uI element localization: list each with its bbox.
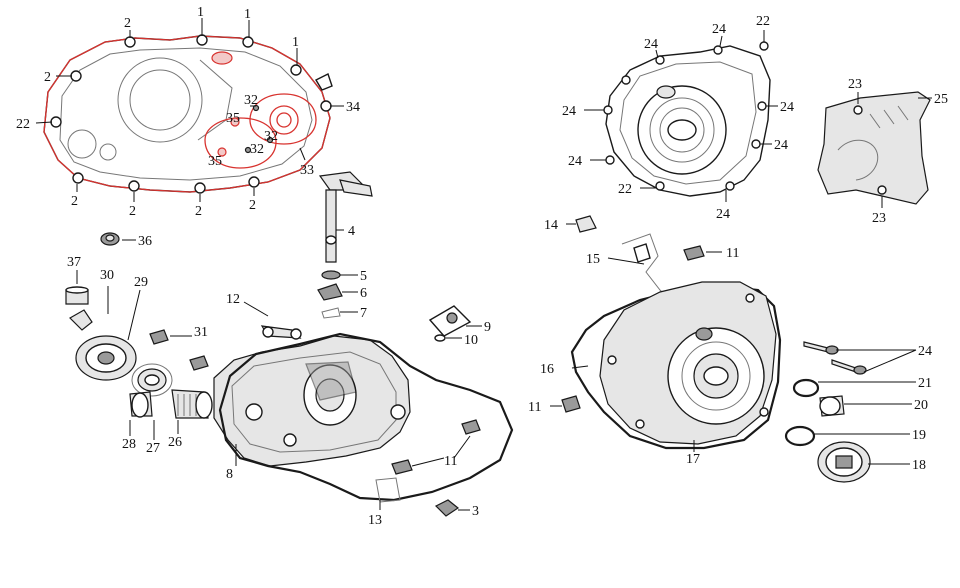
magneto-cover [603, 41, 771, 197]
chain-guard-25: 23 25 23 [817, 77, 948, 226]
callout-36: 36 [138, 234, 152, 249]
oil-seal-36: 36 [100, 232, 152, 249]
callout-1: 1 [244, 7, 251, 22]
callout-9: 9 [484, 320, 491, 335]
bolts-24: 24 [803, 341, 932, 375]
callout-11: 11 [726, 246, 739, 261]
shaft-assembly-4: 4 5 6 7 [317, 171, 373, 321]
callout-2: 2 [44, 70, 51, 85]
o-ring-19: 19 [784, 425, 926, 447]
callouts-clutch-cover: 1 1 1 2 2 22 2 2 2 2 34 32 32 32 35 35 3… [16, 5, 360, 219]
callout-24: 24 [568, 154, 582, 169]
callout-20: 20 [914, 398, 928, 413]
callout-2: 2 [71, 194, 78, 209]
callout-15: 15 [586, 252, 600, 267]
callout-35: 35 [226, 111, 240, 126]
callout-37: 37 [67, 255, 81, 270]
callouts-magneto-cover: 24 24 22 24 24 24 24 22 24 [562, 14, 794, 222]
clip-11-bottom: 11 [528, 395, 581, 415]
callout-23: 23 [872, 211, 886, 226]
callout-24: 24 [780, 100, 794, 115]
sensor-9-10: 9 10 [428, 305, 491, 348]
callout-22: 22 [618, 182, 632, 197]
callout-32: 32 [264, 129, 278, 144]
clutch-cover-outer [43, 34, 333, 194]
callout-2: 2 [124, 16, 131, 31]
callout-25: 25 [934, 92, 948, 107]
callout-11: 11 [444, 454, 457, 469]
callout-30: 30 [100, 268, 114, 283]
callout-26: 26 [168, 435, 182, 450]
stator-cover: 16 17 [540, 281, 782, 467]
callout-6: 6 [360, 286, 367, 301]
callout-24: 24 [562, 104, 576, 119]
callout-34: 34 [346, 100, 360, 115]
callout-29: 29 [134, 275, 148, 290]
callout-4: 4 [348, 224, 355, 239]
callout-22: 22 [756, 14, 770, 29]
callout-19: 19 [912, 428, 926, 443]
callout-32: 32 [250, 142, 264, 157]
callout-24: 24 [774, 138, 788, 153]
callout-2: 2 [249, 198, 256, 213]
bolt-14: 14 [544, 215, 597, 233]
callout-8: 8 [226, 467, 233, 482]
callout-32: 32 [244, 93, 258, 108]
bracket-15: 15 [586, 233, 671, 301]
callout-10: 10 [464, 333, 478, 348]
callout-21: 21 [918, 376, 932, 391]
callout-16: 16 [540, 362, 554, 377]
callout-1: 1 [292, 35, 299, 50]
plug-20: 20 [819, 395, 928, 417]
callout-17: 17 [686, 452, 700, 467]
water-pump-assembly: 30 29 28 27 26 [69, 268, 213, 456]
bushing-37: 37 [65, 255, 89, 305]
callout-27: 27 [146, 441, 160, 456]
o-ring-21: 21 [792, 376, 932, 398]
callout-5: 5 [360, 269, 367, 284]
callout-1: 1 [197, 5, 204, 20]
shift-lever-12: 12 [226, 292, 302, 340]
callout-13: 13 [368, 513, 382, 528]
cap-18: 18 [817, 441, 926, 483]
callout-3: 3 [472, 504, 479, 519]
clip-31: 31 [149, 325, 209, 371]
callout-31: 31 [194, 325, 208, 340]
callout-18: 18 [912, 458, 926, 473]
callout-2: 2 [129, 204, 136, 219]
callout-28: 28 [122, 437, 136, 452]
callout-24: 24 [644, 37, 658, 52]
callout-12: 12 [226, 292, 240, 307]
callout-33: 33 [300, 163, 314, 178]
clip-11-top: 11 [683, 245, 739, 261]
plug-3: 3 [434, 499, 479, 519]
clips-11-left: 11 [391, 419, 481, 475]
callout-24: 24 [716, 207, 730, 222]
callout-14: 14 [544, 218, 558, 233]
crankcase-left: 8 [213, 332, 514, 502]
callout-35: 35 [208, 154, 222, 169]
callout-2: 2 [195, 204, 202, 219]
callout-7: 7 [360, 306, 367, 321]
callout-24: 24 [712, 22, 726, 37]
callout-22: 22 [16, 117, 30, 132]
callout-24: 24 [918, 344, 932, 359]
gasket-13: 13 [368, 477, 401, 528]
callout-11: 11 [528, 400, 541, 415]
callout-23: 23 [848, 77, 862, 92]
